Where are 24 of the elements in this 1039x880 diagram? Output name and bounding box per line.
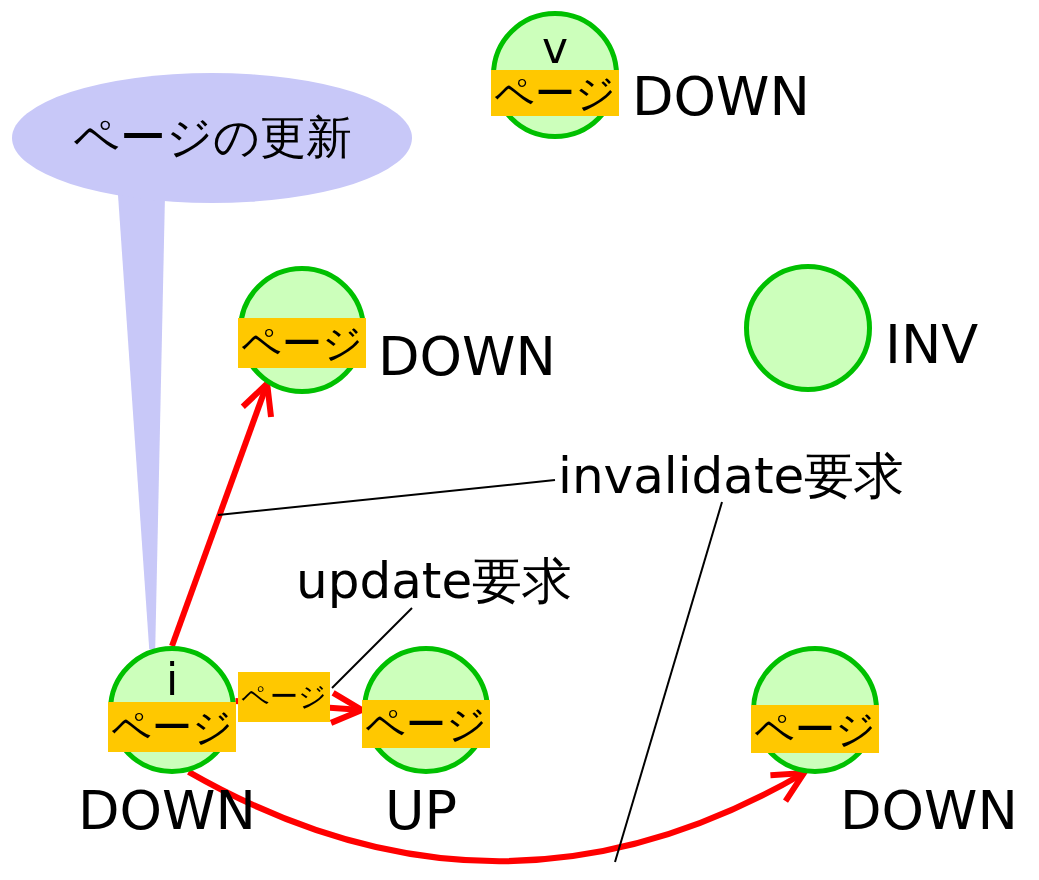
page-tag: ページ bbox=[362, 700, 490, 748]
page-tag: ページ bbox=[751, 705, 879, 753]
leader-line bbox=[217, 479, 556, 516]
edge-label: ページ bbox=[238, 672, 330, 722]
page-tag: ページ bbox=[238, 318, 366, 368]
state-label: DOWN bbox=[378, 330, 556, 384]
node-circle bbox=[751, 646, 879, 774]
page-tag: ページ bbox=[491, 70, 619, 116]
node-label: i bbox=[164, 658, 180, 702]
page-tag: ページ bbox=[108, 702, 236, 752]
state-label: INV bbox=[885, 318, 979, 372]
speech-bubble: ページの更新 bbox=[12, 73, 412, 203]
arrow bbox=[169, 380, 274, 648]
node-label: v bbox=[540, 26, 569, 70]
leader-line bbox=[614, 501, 723, 863]
arrow bbox=[187, 769, 807, 865]
leader-line bbox=[331, 607, 413, 689]
state-label: DOWN bbox=[840, 784, 1018, 838]
annotation-text: update要求 bbox=[296, 553, 573, 609]
state-label: DOWN bbox=[78, 784, 256, 838]
state-label: DOWN bbox=[632, 70, 810, 124]
annotation-text: invalidate要求 bbox=[558, 448, 905, 504]
callout-tail bbox=[118, 195, 165, 650]
state-label: UP bbox=[385, 784, 458, 838]
